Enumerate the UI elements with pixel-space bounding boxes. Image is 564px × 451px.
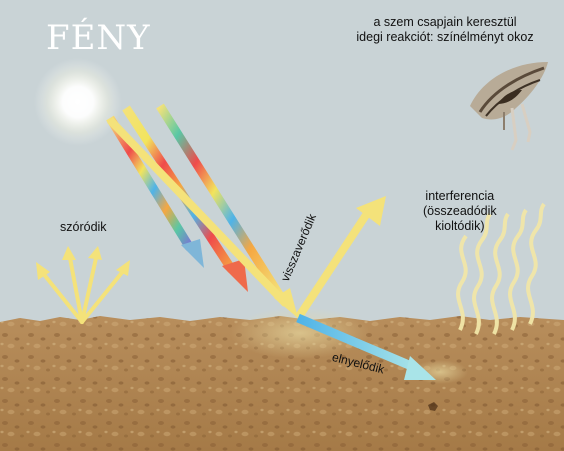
page-title: FÉNY [46, 18, 151, 58]
interference-waves [456, 202, 546, 335]
interference-line-2: (összeadódik [423, 204, 497, 218]
eye-icon [470, 62, 548, 151]
incoming-ray-3 [156, 103, 284, 299]
interference-label: interferencia (összeadódik kioltódik) [423, 189, 497, 234]
scatter-label: szóródik [60, 220, 107, 234]
eye-note-line-2: idegi reakciót: színélményt okoz [356, 30, 534, 44]
reflected-ray [294, 196, 386, 321]
absorbed-ray [296, 313, 436, 380]
eye-note-line-1: a szem csapjain keresztül [373, 15, 517, 29]
sun-icon [34, 58, 122, 146]
interference-line-1: interferencia [425, 189, 495, 203]
main-ray [107, 117, 298, 318]
eye-note: a szem csapjain keresztül idegi reakciót… [330, 15, 560, 45]
interference-line-3: kioltódik) [435, 219, 485, 233]
scatter-arrows [36, 246, 130, 324]
ground-surface [0, 307, 564, 451]
